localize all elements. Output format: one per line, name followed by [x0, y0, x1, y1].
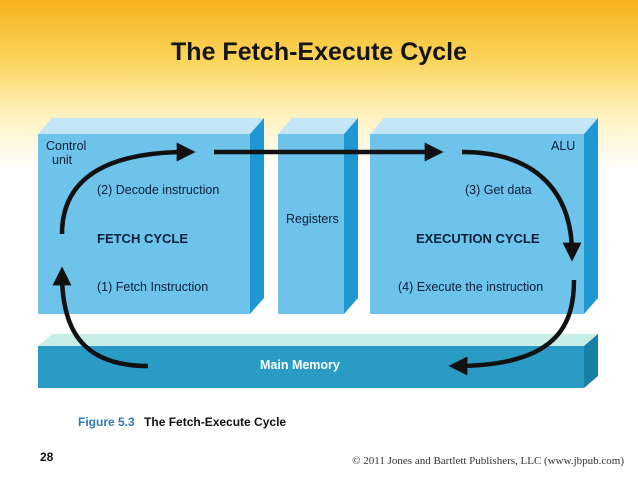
execution-cycle-label: EXECUTION CYCLE [416, 231, 540, 246]
control-unit-label: Control unit [46, 139, 86, 167]
caption-text: The Fetch-Execute Cycle [144, 415, 287, 429]
control-unit-box [38, 118, 264, 314]
main-memory-label: Main Memory [260, 358, 340, 372]
fetch-execute-diagram: Control unit (2) Decode instruction FETC… [38, 114, 598, 390]
fetch-cycle-label: FETCH CYCLE [97, 231, 188, 246]
execute-instruction-label: (4) Execute the instruction [398, 280, 544, 294]
arrow-to-decode [59, 142, 196, 235]
slide-title: The Fetch-Execute Cycle [171, 38, 467, 66]
control-unit-label-line2: unit [52, 153, 73, 167]
arrow-get-data [461, 149, 582, 262]
arrow-to-memory [448, 279, 577, 376]
arrow-fetch-instruction [52, 266, 149, 369]
figure-caption: Figure 5.3 The Fetch-Execute Cycle [78, 415, 286, 429]
alu-box [370, 118, 598, 314]
registers-label: Registers [286, 212, 339, 226]
alu-label: ALU [551, 139, 576, 153]
diagram-graphics [38, 118, 598, 388]
control-unit-label-line1: Control [46, 139, 87, 153]
decode-instruction-label: (2) Decode instruction [97, 183, 220, 197]
fetch-instruction-label: (1) Fetch Instruction [97, 280, 209, 294]
page-number: 28 [40, 450, 54, 464]
caption-number: Figure 5.3 [78, 415, 135, 429]
registers-box [278, 118, 358, 314]
copyright-notice: © 2011 Jones and Bartlett Publishers, LL… [352, 455, 624, 467]
get-data-label: (3) Get data [465, 183, 532, 197]
